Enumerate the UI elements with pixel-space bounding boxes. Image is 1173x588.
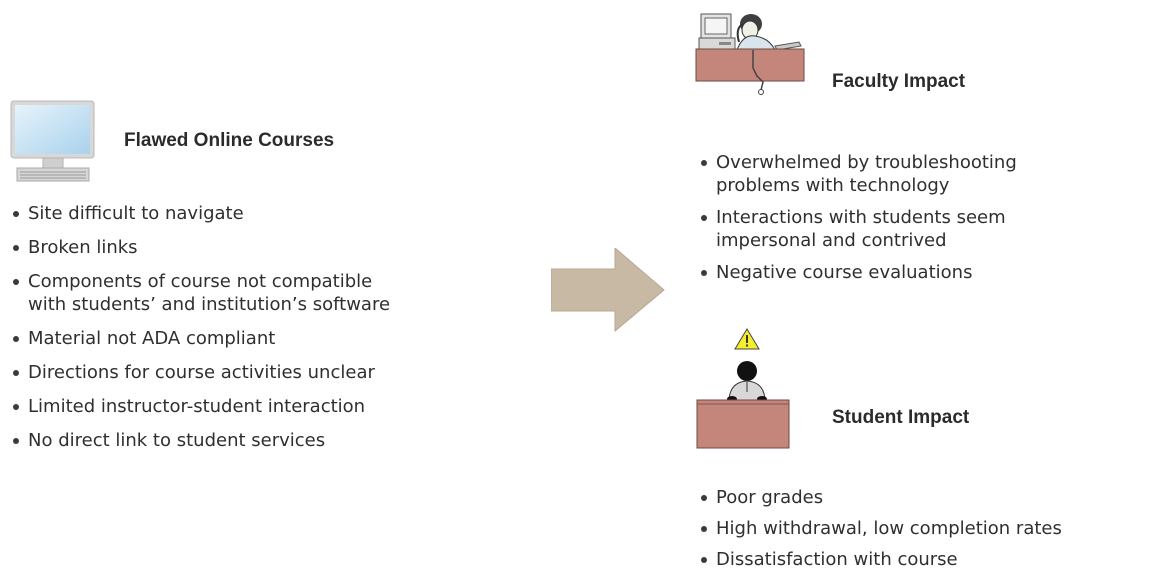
list-item-line: Directions for course activities unclear xyxy=(28,362,375,383)
list-item: Dissatisfaction with course xyxy=(700,548,1062,571)
list-item: Site difficult to navigate xyxy=(12,202,390,225)
list-item-line: Interactions with students seem xyxy=(716,207,1006,228)
list-item-line: Dissatisfaction with course xyxy=(716,549,958,570)
list-item-line: Broken links xyxy=(28,237,138,258)
list-item-line: No direct link to student services xyxy=(28,430,326,451)
list-item-line: with students’ and institution’s softwar… xyxy=(28,294,391,315)
list-item-line: Negative course evaluations xyxy=(716,262,973,283)
faculty-impact-heading: Faculty Impact xyxy=(832,71,966,92)
frustrated-faculty-at-desk-icon xyxy=(695,12,807,102)
student-impact-heading: Student Impact xyxy=(832,407,970,428)
list-item: Poor grades xyxy=(700,486,1062,509)
list-item: No direct link to student services xyxy=(12,429,390,452)
list-item-line: Site difficult to navigate xyxy=(28,203,244,224)
list-item: Limited instructor-student interaction xyxy=(12,395,390,418)
list-item-line: Overwhelmed by troubleshooting xyxy=(716,152,1017,173)
list-item-line: Limited instructor-student interaction xyxy=(28,396,366,417)
list-item: Directions for course activities unclear xyxy=(12,361,390,384)
arrow-right-icon xyxy=(551,248,665,332)
list-item-line: impersonal and contrived xyxy=(716,230,947,251)
list-item: Material not ADA compliant xyxy=(12,327,390,350)
list-item-line: Components of course not compatible xyxy=(28,271,373,292)
computer-monitor-icon xyxy=(10,100,96,184)
list-item: Broken links xyxy=(12,236,390,259)
list-item: Negative course evaluations xyxy=(700,261,1017,284)
list-item: High withdrawal, low completion rates xyxy=(700,517,1062,540)
list-item-line: Material not ADA compliant xyxy=(28,328,276,349)
student-at-desk-warning-icon xyxy=(696,328,792,450)
list-item-line: High withdrawal, low completion rates xyxy=(716,518,1062,539)
flawed-courses-heading: Flawed Online Courses xyxy=(124,130,335,151)
list-item-line: Poor grades xyxy=(716,487,824,508)
list-item-line: problems with technology xyxy=(716,175,950,196)
